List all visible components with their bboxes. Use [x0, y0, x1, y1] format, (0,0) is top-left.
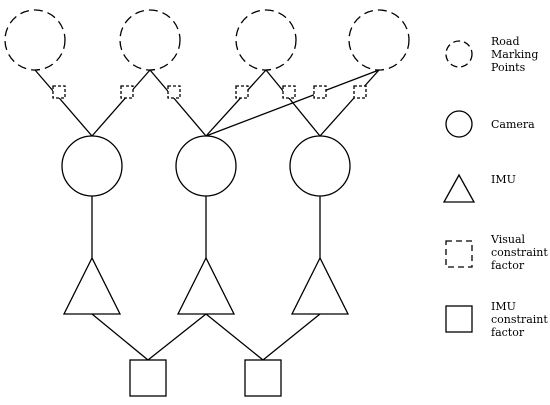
- visual-edges: [34, 69, 380, 137]
- visual-factor: [235, 85, 249, 99]
- legend-imu-factor-symbol: [445, 305, 473, 333]
- visual-factor: [282, 85, 296, 99]
- legend-visual-factor-label: Visual constraint factor: [491, 233, 548, 272]
- visual-factor: [167, 85, 181, 99]
- legend-imu-factor-label: IMU constraint factor: [491, 300, 548, 339]
- visual-constraint-factors: [52, 85, 367, 99]
- legend-symbols: [442, 40, 476, 333]
- camera-node: [289, 135, 351, 197]
- legend-visual-factor-symbol: [445, 240, 473, 268]
- road-marking-point: [235, 9, 297, 71]
- cameras: [61, 135, 351, 197]
- camera-node: [175, 135, 237, 197]
- imu-factor: [244, 359, 282, 397]
- visual-factor: [353, 85, 367, 99]
- road-marking-points: [4, 9, 410, 71]
- visual-factor: [52, 85, 66, 99]
- road-marking-point: [348, 9, 410, 71]
- camera-node: [61, 135, 123, 197]
- imu-node: [176, 256, 236, 315]
- imus: [62, 256, 350, 315]
- imu-constraint-factors: [129, 359, 282, 397]
- camera-imu-edges: [91, 196, 321, 258]
- visual-factor: [313, 85, 327, 99]
- imu-factor: [129, 359, 167, 397]
- imu-factor-edges: [91, 313, 321, 361]
- imu-node: [290, 256, 350, 315]
- legend-imu-label: IMU: [491, 173, 516, 186]
- road-marking-point: [119, 9, 181, 71]
- legend-imu-symbol: [442, 173, 476, 203]
- legend-road-marking-label: Road Marking Points: [491, 35, 539, 74]
- road-marking-point: [4, 9, 66, 71]
- legend-road-marking-symbol: [445, 40, 473, 68]
- legend-camera-symbol: [445, 110, 473, 138]
- visual-factor: [120, 85, 134, 99]
- imu-node: [62, 256, 122, 315]
- legend-camera-label: Camera: [491, 118, 535, 131]
